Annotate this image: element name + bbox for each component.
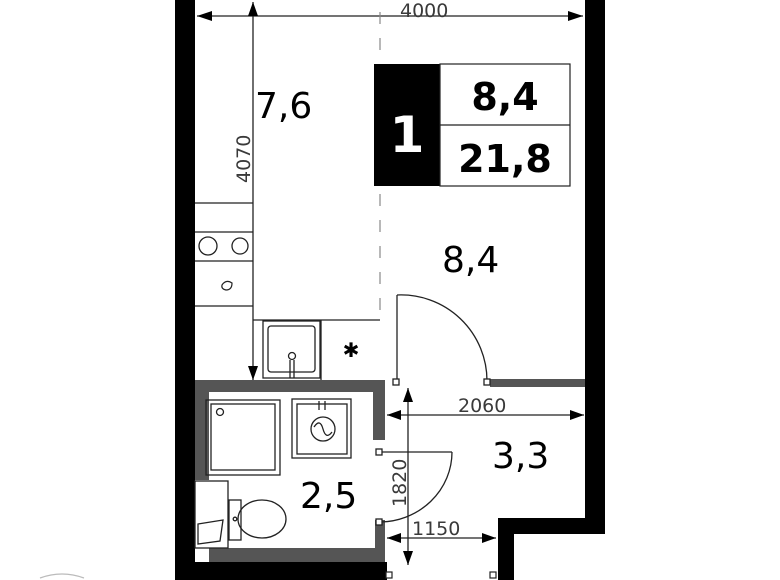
exterior-walls: [175, 0, 605, 580]
room-count: 1: [390, 106, 425, 164]
toilet-icon: [194, 480, 287, 549]
dimension-width-top: 4000: [197, 0, 583, 22]
stove-icon: [198, 236, 249, 256]
shower-tray-icon: [205, 399, 281, 476]
summary-badge: 1 8,4 21,8: [374, 63, 571, 187]
dimension-label-hallway-depth: 1820: [389, 459, 411, 507]
dimension-label-width: 4000: [400, 0, 448, 22]
bottom-counter: [253, 319, 380, 380]
living-room-door: [392, 294, 491, 386]
living-room-area-label: 8,4: [442, 240, 499, 281]
bathroom-door: [375, 448, 453, 526]
water-drop-icon: [221, 280, 233, 291]
kitchen-counter: [195, 202, 253, 307]
partial-arc: [39, 573, 85, 579]
living-area-value: 8,4: [471, 75, 538, 119]
dimension-hallway-depth: 1820: [389, 388, 413, 565]
total-area-value: 21,8: [458, 137, 552, 181]
hallway-area-label: 3,3: [492, 436, 549, 477]
fridge-icon: ✱: [343, 338, 360, 362]
dimension-depth-left: 4070: [233, 2, 258, 380]
kitchen-sink-icon: [262, 320, 321, 379]
dimension-hallway-width: 2060: [387, 395, 584, 420]
dimension-label-hallway-width: 2060: [458, 395, 506, 417]
entrance-door-jambs: [385, 571, 497, 579]
washbasin-icon: [291, 398, 352, 459]
dimension-label-depth: 4070: [233, 135, 255, 183]
bathroom-cabinet-icon: [197, 519, 224, 545]
dimension-entrance-width: 1150: [387, 518, 496, 543]
kitchen-area-label: 7,6: [255, 86, 312, 127]
dimension-label-entrance: 1150: [412, 518, 460, 540]
bathroom-area-label: 2,5: [300, 476, 357, 517]
